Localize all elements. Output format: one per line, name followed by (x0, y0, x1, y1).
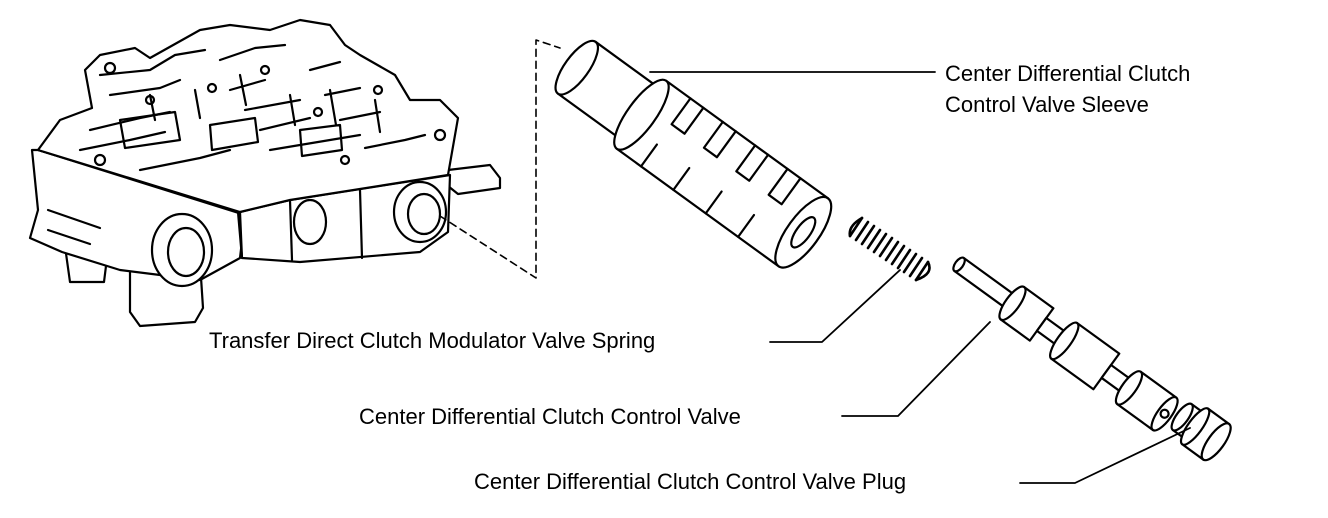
spring (848, 216, 931, 282)
plug-label: Center Differential Clutch Control Valve… (474, 469, 907, 494)
control-valve (952, 256, 1179, 432)
spring-label: Transfer Direct Clutch Modulator Valve S… (209, 328, 656, 353)
sleeve-label-line1: Center Differential Clutch (945, 61, 1191, 86)
valve-plug (1170, 402, 1232, 462)
leader-lines (649, 71, 1191, 484)
valve-body (28, 18, 502, 328)
valve-sleeve (554, 39, 833, 269)
sleeve-label-line2: Control Valve Sleeve (945, 92, 1149, 117)
valve-label: Center Differential Clutch Control Valve (359, 404, 741, 429)
alignment-line (439, 39, 561, 279)
